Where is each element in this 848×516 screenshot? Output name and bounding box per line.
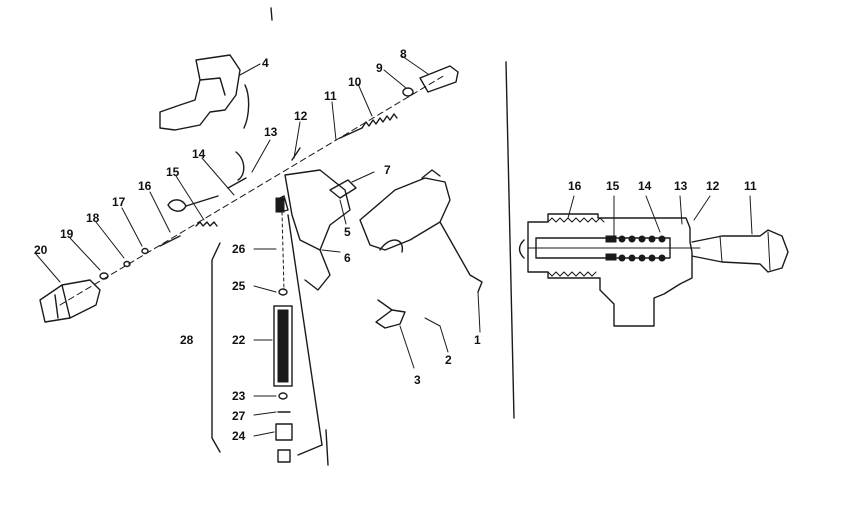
- part-25: [278, 288, 288, 296]
- part-3: [375, 309, 406, 329]
- callout-11: 11: [324, 89, 337, 103]
- part-13: [235, 151, 245, 181]
- part-5-body: [284, 169, 483, 293]
- callout-19: 19: [60, 227, 74, 241]
- callout-7: 7: [384, 163, 391, 177]
- leader-lines: [35, 55, 481, 437]
- part-18: [123, 260, 131, 268]
- section-spring: [605, 235, 666, 262]
- section-callout-15: 15: [606, 179, 620, 193]
- callout-5: 5: [344, 225, 351, 239]
- callout-14: 14: [192, 147, 206, 161]
- callout-9: 9: [376, 61, 383, 75]
- callout-25: 25: [232, 279, 246, 293]
- part-2: [424, 317, 441, 327]
- callout-16: 16: [138, 179, 152, 193]
- callout-8: 8: [400, 47, 407, 61]
- callout-27: 27: [232, 409, 246, 423]
- part-10-spring: [361, 113, 398, 129]
- part-20-end-nut: [39, 279, 101, 323]
- part-17: [141, 247, 149, 255]
- callout-10: 10: [348, 75, 362, 89]
- callout-13: 13: [264, 125, 278, 139]
- part-8-cap: [419, 65, 459, 93]
- callout-12: 12: [294, 109, 308, 123]
- part-15-spring: [195, 221, 218, 227]
- part-19: [99, 272, 109, 280]
- part-12: [291, 147, 301, 161]
- tube-assembly: [211, 195, 329, 466]
- callout-1: 1: [474, 333, 481, 347]
- callout-15: 15: [166, 165, 180, 179]
- part-7: [329, 179, 357, 199]
- part-4-trigger-lever: [159, 54, 250, 131]
- exploded-callouts: 1 2 3 4 5 6 7 8 9 10 11 12 13 14 15 16 1…: [34, 47, 481, 443]
- callout-6: 6: [344, 251, 351, 265]
- part-11-needle: [339, 127, 363, 139]
- callout-3: 3: [414, 373, 421, 387]
- callout-24: 24: [232, 429, 246, 443]
- part-24: [275, 423, 293, 441]
- callout-26: 26: [232, 242, 246, 256]
- callout-17: 17: [112, 195, 126, 209]
- exploded-view: 1 2 3 4 5 6 7 8 9 10 11 12 13 14 15 16 1…: [34, 7, 483, 466]
- callout-23: 23: [232, 389, 246, 403]
- part-9: [402, 87, 414, 97]
- part-16: [159, 235, 181, 247]
- section-callout-16: 16: [568, 179, 582, 193]
- callout-20: 20: [34, 243, 48, 257]
- section-callout-14: 14: [638, 179, 652, 193]
- section-callout-12: 12: [706, 179, 720, 193]
- view-divider: [505, 61, 515, 419]
- section-callout-13: 13: [674, 179, 688, 193]
- callout-4: 4: [262, 56, 269, 70]
- part-14: [167, 199, 187, 212]
- callout-22: 22: [232, 333, 246, 347]
- callout-18: 18: [86, 211, 100, 225]
- callout-28: 28: [180, 333, 194, 347]
- section-view: 16 15 14 13 12 11: [518, 179, 789, 327]
- section-callout-11: 11: [744, 179, 757, 193]
- part-23: [278, 392, 288, 400]
- callout-2: 2: [445, 353, 452, 367]
